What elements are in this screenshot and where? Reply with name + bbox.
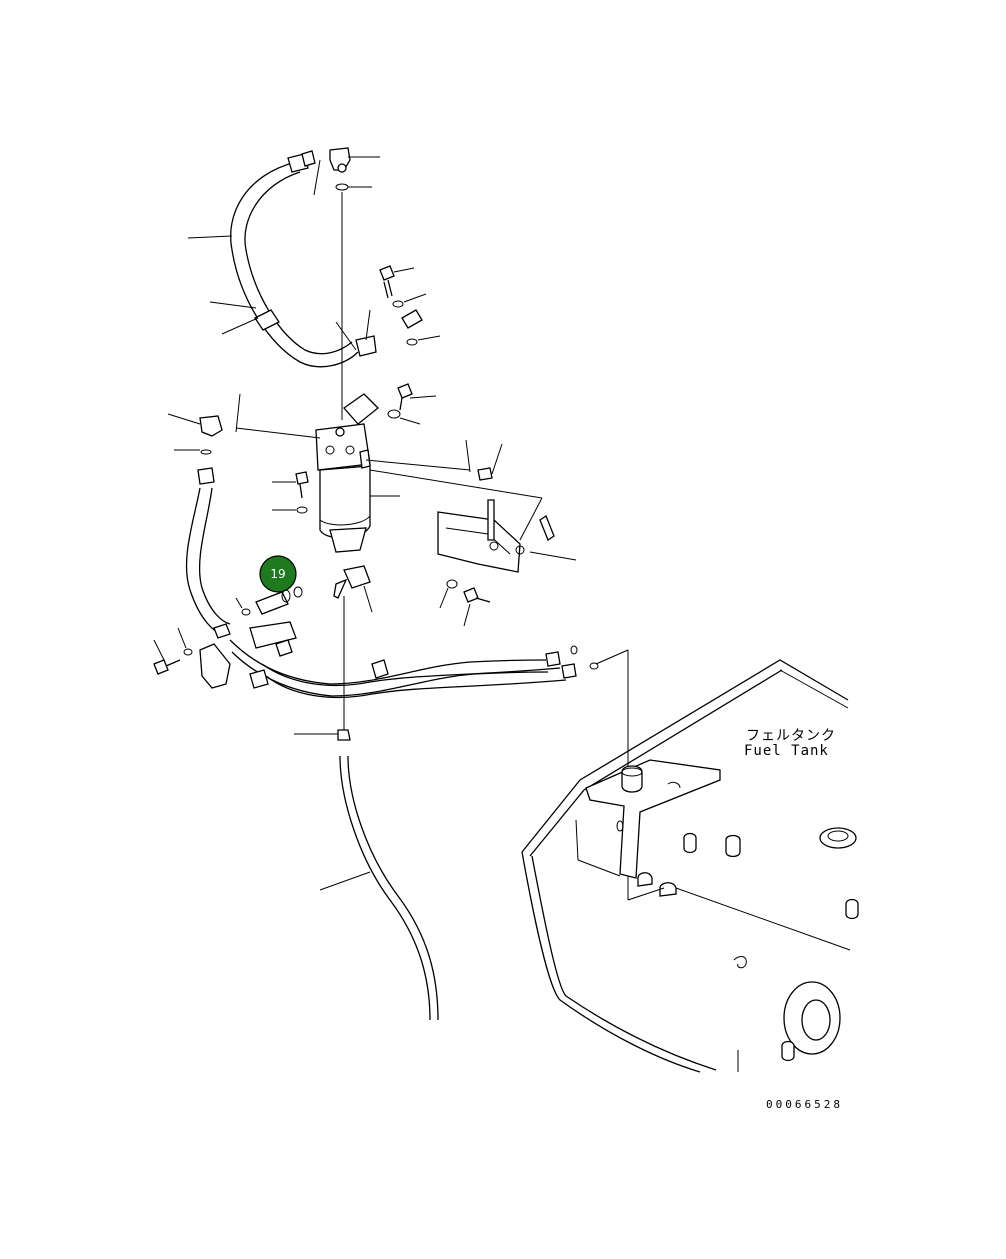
top-elbow-fitting [329,147,380,173]
left-elbow-fitting [167,413,223,455]
upper-washer [392,300,404,308]
drain-valve [333,565,373,613]
upper-clamp-fitting [401,309,441,346]
drawing-number: 00066528 [766,1098,843,1111]
spacer-part-19 [235,586,303,616]
drain-hose [294,729,439,1021]
right-small-bolt [477,443,503,481]
filter-stud-bolt [272,471,309,514]
bracket-bolt [439,579,491,627]
lower-left-bolt [153,627,193,675]
mount-bracket [437,497,577,573]
upper-bolt [379,265,415,299]
lower-hose-bundle [199,621,599,699]
callout-19-number[interactable]: 19 [270,567,285,581]
fuel-tank-label-en: Fuel Tank [744,743,829,759]
top-o-ring [335,183,372,191]
upper-hose [230,150,359,368]
fuel-tank-label-jp: フェルタンク [746,728,836,744]
hose-clip [335,309,377,357]
fuel-tank [521,659,859,1073]
fuel-filter [315,393,400,553]
callout-19[interactable]: 19 [259,555,297,593]
filter-bolt [387,383,437,425]
left-hose [185,467,231,635]
callout-19-circle[interactable] [259,555,297,593]
